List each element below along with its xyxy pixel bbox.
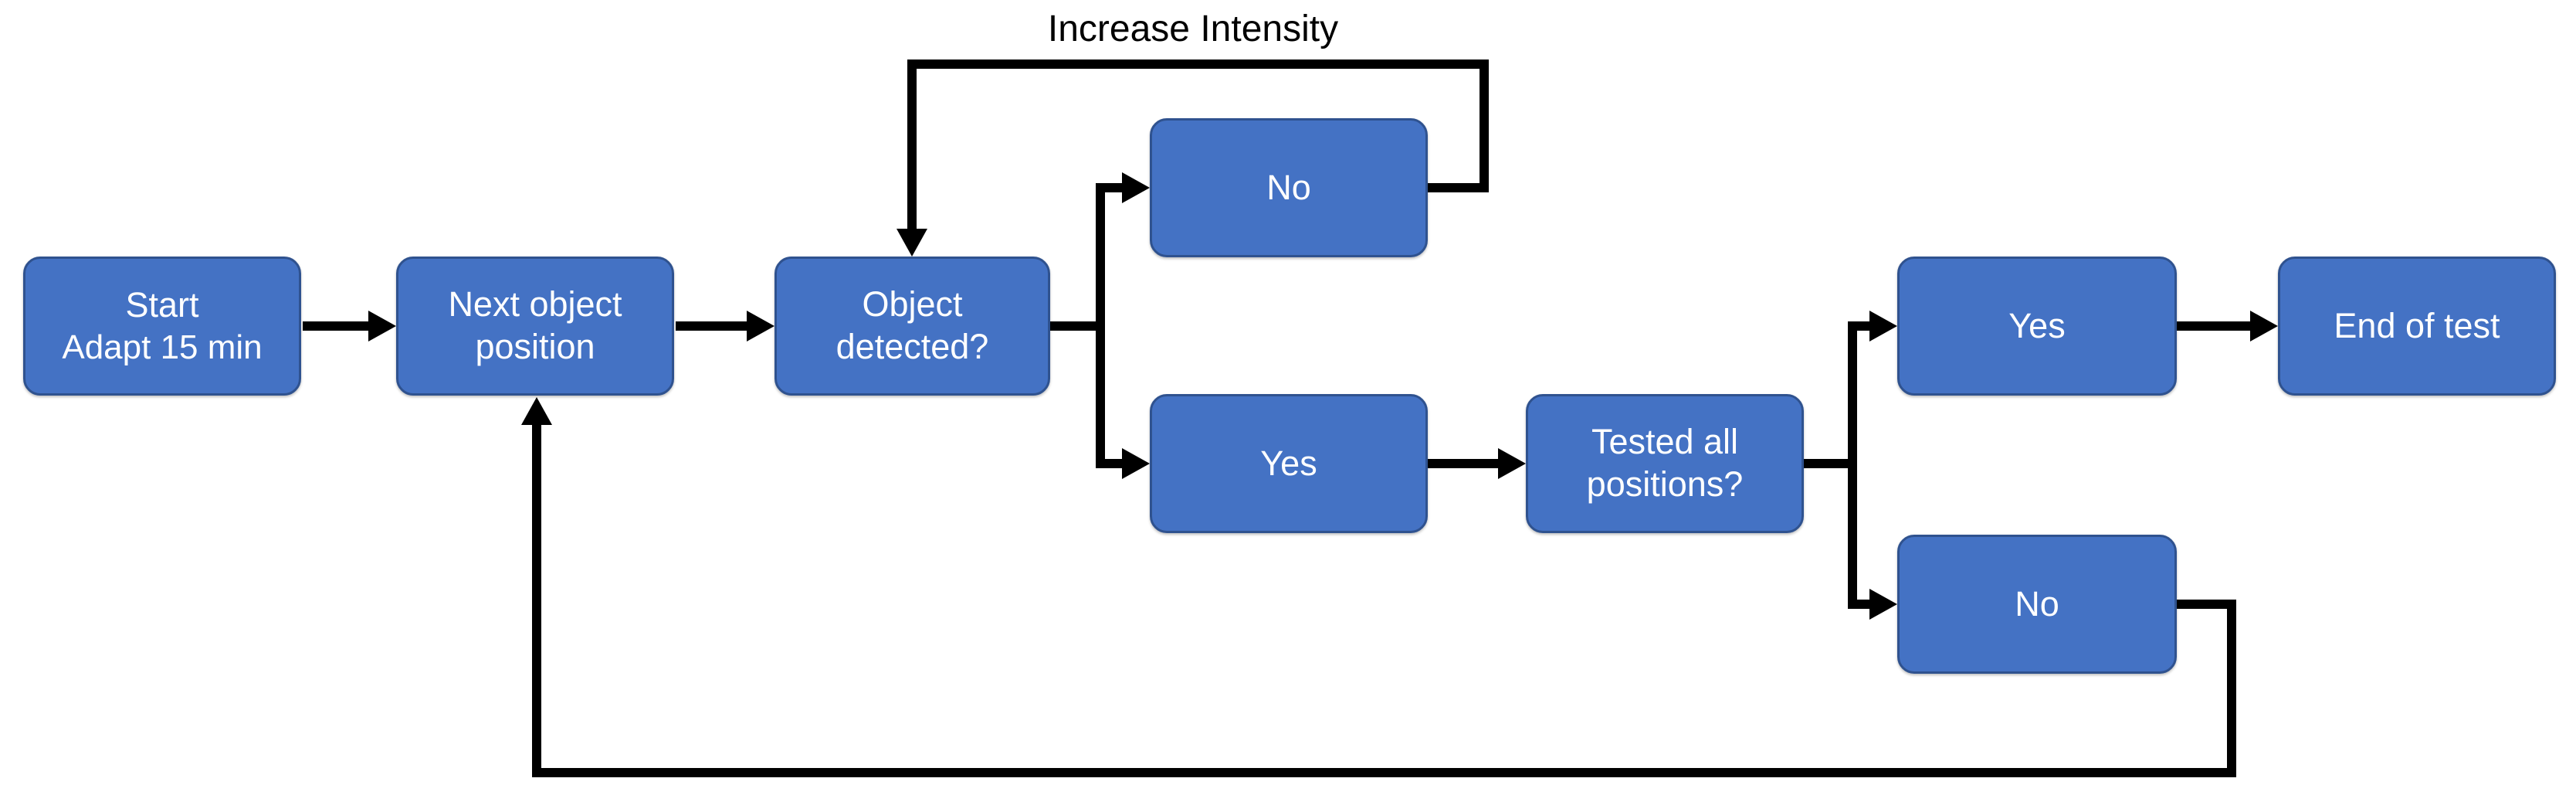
node-object-detected: Object detected? (774, 257, 1050, 396)
edge-object-branch-vertical (1096, 183, 1105, 468)
node-yes-tested-all: Yes (1897, 257, 2177, 396)
edge-object-branch-stub (1050, 321, 1105, 331)
edge-tested-to-yes-arrowhead-icon (1869, 311, 1897, 342)
edge-tested-branch-stub (1804, 459, 1857, 468)
node-next-object-position: Next object position (396, 257, 674, 396)
edge-tested-to-no-arrowhead-icon (1869, 589, 1897, 620)
node-start-label: Start (125, 284, 199, 325)
node-no-tested-all-label: No (2015, 583, 2059, 624)
edge-next-to-object-arrowhead-icon (747, 311, 774, 342)
node-tested-all-positions: Tested all positions? (1526, 394, 1804, 533)
edge-increase-loop-right-stub (1428, 183, 1489, 192)
edge-yes-to-tested-arrowhead-icon (1498, 448, 1526, 479)
node-yes-object-detected-label: Yes (1260, 443, 1317, 483)
node-object-detected-label: Object detected? (836, 284, 989, 366)
edge-object-to-yes-shaft (1096, 459, 1122, 468)
edge-tested-branch-vertical (1848, 321, 1857, 609)
edge-yes-to-end-arrowhead-icon (2250, 311, 2278, 342)
edge-no-loop-right-stub (2177, 600, 2236, 609)
edge-no-loop-bottom-horizontal (532, 768, 2236, 777)
node-start-sublabel: Adapt 15 min (62, 328, 263, 366)
node-start: Start Adapt 15 min (23, 257, 301, 396)
node-end-of-test: End of test (2278, 257, 2556, 396)
edge-object-to-yes-arrowhead-icon (1122, 448, 1150, 479)
edge-tested-to-no-shaft (1848, 600, 1869, 609)
node-no-object-detected: No (1150, 118, 1428, 257)
edge-increase-intensity-label: Increase Intensity (1047, 8, 1339, 49)
node-no-object-detected-label: No (1266, 167, 1311, 207)
node-yes-tested-all-label: Yes (2008, 305, 2066, 345)
node-no-tested-all: No (1897, 535, 2177, 674)
node-end-of-test-label: End of test (2334, 305, 2500, 345)
edge-no-loop-right-vertical (2227, 600, 2236, 777)
edge-increase-loop-arrowhead-icon (897, 229, 927, 257)
edge-yes-to-tested-shaft (1428, 459, 1498, 468)
edge-increase-loop-right-vertical (1480, 59, 1489, 192)
edge-tested-to-yes-shaft (1848, 321, 1869, 331)
edge-increase-loop-top-horizontal (907, 59, 1489, 69)
node-next-object-position-label: Next object position (448, 284, 622, 366)
edge-object-to-no-shaft (1096, 183, 1122, 192)
edge-yes-to-end-shaft (2177, 321, 2250, 331)
edge-start-to-next-arrowhead-icon (368, 311, 396, 342)
edge-start-to-next-shaft (303, 321, 368, 331)
edge-increase-loop-left-vertical (907, 59, 917, 229)
edge-no-loop-left-vertical (532, 425, 541, 777)
edge-no-loop-arrowhead-icon (521, 397, 552, 425)
edge-object-to-no-arrowhead-icon (1122, 172, 1150, 203)
node-tested-all-positions-label: Tested all positions? (1586, 422, 1744, 504)
edge-next-to-object-shaft (676, 321, 747, 331)
node-yes-object-detected: Yes (1150, 394, 1428, 533)
